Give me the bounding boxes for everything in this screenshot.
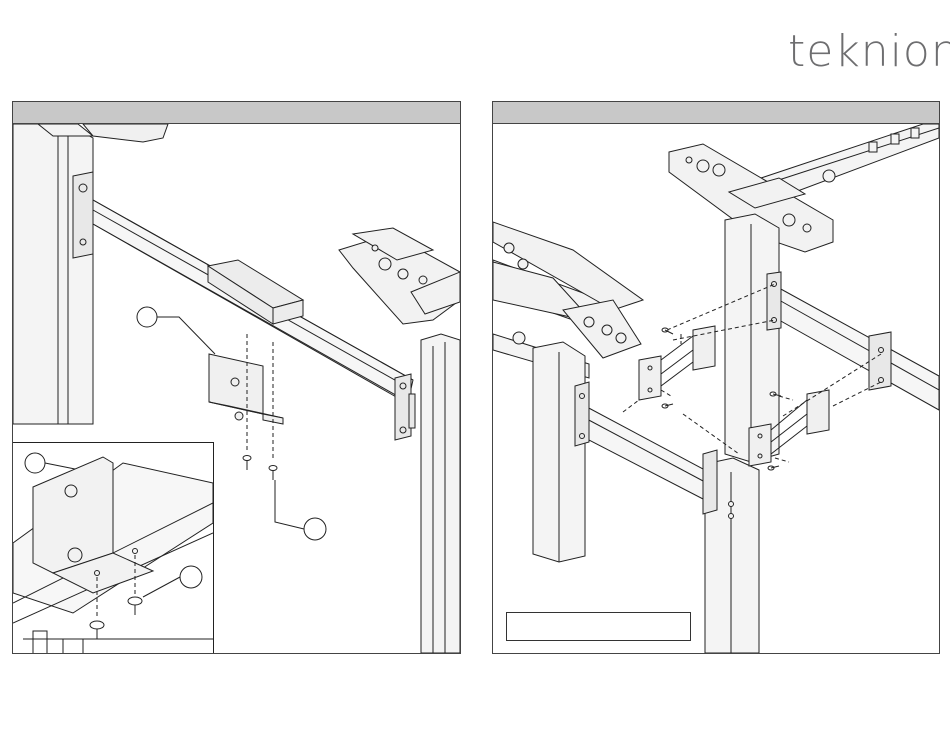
beam-joiner-bracket (639, 326, 715, 400)
screw-icon (243, 456, 251, 471)
leg-mount-plate (73, 172, 93, 258)
inset-detail-illustration (13, 442, 214, 654)
instruction-panel-right (492, 101, 940, 654)
callout-marker (275, 480, 326, 540)
screw-icon (662, 328, 673, 334)
leg-mount-plate (869, 332, 891, 390)
teknion-logo: teknion (788, 26, 950, 77)
leg-mount-plate (575, 382, 589, 446)
leg-mount-plate (703, 450, 717, 514)
table-leg-left (13, 124, 93, 424)
leg-mount-plate (767, 272, 781, 330)
crossbeam-front (585, 406, 705, 500)
bracket-detail (33, 457, 113, 573)
table-leg-right (421, 334, 460, 653)
table-leg-front-left (533, 342, 585, 562)
screw-icon (128, 597, 142, 615)
callout-marker (137, 307, 215, 354)
caption-box (506, 612, 691, 641)
callout-marker (25, 453, 75, 473)
crossbeam-back (779, 288, 939, 410)
panel-header-left (13, 102, 460, 124)
panel-header-right (493, 102, 939, 124)
beam-joiner-illustration (493, 124, 939, 653)
screw-icon (90, 621, 104, 639)
screw-icon (768, 466, 779, 470)
mounting-bracket (209, 354, 283, 424)
screw-icon (269, 466, 277, 481)
instruction-panel-left (12, 101, 461, 654)
foot-plate-right (339, 228, 460, 324)
screw-icon (662, 404, 673, 408)
